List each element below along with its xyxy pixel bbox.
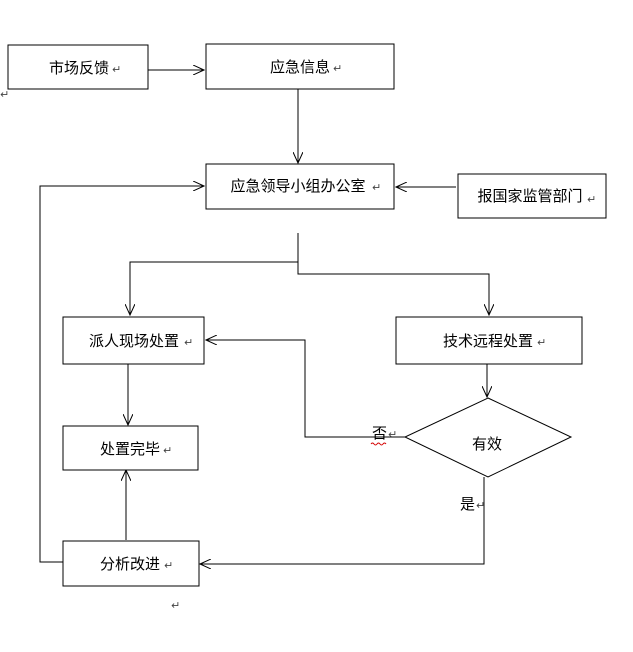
node-label: 应急领导小组办公室: [230, 177, 365, 195]
edge-effective-yes-to-analyze: [200, 477, 485, 564]
connectors: [39, 70, 489, 564]
edge-label-text: 否: [372, 424, 387, 442]
paragraph-mark: ↵: [164, 559, 173, 572]
node-label: 处置完毕: [100, 440, 160, 458]
edge-analyze-loop-to-office: [39, 186, 204, 563]
edge-label-text: 是: [460, 495, 475, 513]
node-emergency-office: 应急领导小组办公室 ↵: [205, 163, 395, 210]
edge-effective-no-to-onsite: [206, 340, 405, 438]
node-emergency-info: 应急信息 ↵: [205, 43, 395, 90]
node-label: 市场反馈: [49, 59, 109, 77]
paragraph-mark: ↵: [372, 181, 381, 194]
paragraph-mark: ↵: [388, 428, 397, 441]
node-label: 报国家监管部门: [477, 187, 582, 205]
node-label: 应急信息: [270, 58, 330, 76]
stray-paragraph-mark: ↵: [171, 599, 180, 612]
stray-paragraph-mark: ↵: [0, 88, 9, 101]
node-effective-decision: 有效: [403, 397, 573, 478]
edge-label-no: 否 ↵: [370, 424, 397, 446]
node-label: 有效: [472, 435, 502, 453]
edge-office-to-onsite: [130, 233, 299, 315]
node-label: 技术远程处置: [443, 332, 533, 350]
paragraph-mark: ↵: [587, 193, 596, 206]
node-analyze-improve: 分析改进 ↵: [62, 540, 200, 587]
paragraph-mark: ↵: [163, 444, 172, 457]
node-label: 派人现场处置: [89, 332, 179, 350]
node-label: 分析改进: [100, 555, 160, 573]
spellcheck-underline: [370, 442, 387, 446]
node-report-regulator: 报国家监管部门 ↵: [457, 173, 607, 219]
paragraph-mark: ↵: [537, 336, 546, 349]
paragraph-mark: ↵: [112, 63, 121, 76]
paragraph-mark: ↵: [476, 499, 485, 512]
paragraph-mark: ↵: [333, 62, 342, 75]
node-handling-done: 处置完毕 ↵: [62, 425, 199, 471]
paragraph-mark: ↵: [184, 336, 193, 349]
node-market-feedback: 市场反馈 ↵: [7, 44, 149, 90]
edge-office-to-remote: [297, 262, 489, 315]
node-remote-handling: 技术远程处置 ↵: [395, 316, 583, 365]
edge-label-yes: 是 ↵: [460, 495, 485, 513]
node-onsite-handling: 派人现场处置 ↵: [62, 316, 205, 365]
